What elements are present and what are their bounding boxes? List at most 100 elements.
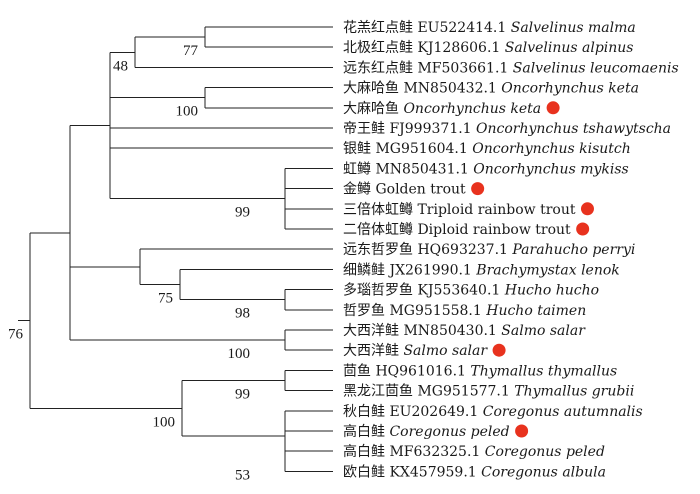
leaf-label: 细鳞鲑 JX261990.1 Brachymystax lenok — [343, 262, 620, 278]
leaf-acc: MN850432.1 — [399, 81, 497, 97]
leaf-label: 金鳟 Golden trout — [343, 182, 466, 198]
leaf-label: 虹鳟 MN850431.1 Oncorhynchus mykiss — [343, 161, 629, 177]
leaf-cn: 茴鱼 — [343, 362, 371, 379]
leaf-label: 茴鱼 HQ961016.1 Thymallus thymallus — [343, 362, 617, 379]
bootstrap-value: 76 — [8, 327, 24, 343]
bootstrap-value: 99 — [235, 387, 250, 403]
leaf-acc: MN850431.1 — [371, 161, 469, 177]
leaf-sci: Hucho taimen — [482, 303, 586, 319]
leaf-acc: MG951604.1 — [371, 141, 468, 157]
leaf-cn: 二倍体虹鳟 — [343, 222, 413, 238]
bootstrap-value: 100 — [228, 346, 251, 362]
sample-marker-dot — [580, 202, 594, 216]
leaf-acc: MN850430.1 — [399, 323, 497, 339]
leaf-acc: KJ128606.1 — [413, 40, 500, 56]
leaf-acc: MF503661.1 — [413, 60, 508, 76]
leaf-cn: 欧白鲑 — [343, 464, 385, 480]
leaf-sci: Coregonus autumnalis — [478, 404, 642, 420]
leaf-sci: Hucho hucho — [500, 283, 599, 299]
leaf-label: 花羔红点鲑 EU522414.1 Salvelinus malma — [343, 20, 636, 36]
leaf-cn: 高白鲑 — [343, 423, 385, 440]
leaf-cn: 大麻哈鱼 — [343, 80, 399, 97]
leaf-cn: 多瑙哲罗鱼 — [343, 282, 413, 299]
bootstrap-value: 48 — [113, 58, 128, 74]
leaf-cn: 花羔红点鲑 — [343, 20, 413, 36]
leaf-acc: MG951558.1 — [385, 303, 482, 319]
leaf-cn: 虹鳟 — [343, 161, 371, 177]
leaf-sci: Oncorhynchus keta — [497, 81, 639, 97]
leaf-sci: Oncorhynchus kisutch — [468, 141, 631, 157]
leaf-label: 高白鲑 MF632325.1 Coregonus peled — [343, 443, 605, 460]
leaf-cn: 北极红点鲑 — [343, 40, 413, 56]
leaf-sci: Salmo salar — [497, 323, 586, 339]
leaf-cn: 黑龙江茴鱼 — [343, 383, 413, 400]
sample-marker-dot — [576, 222, 590, 236]
leaf-cn: 大麻哈鱼 — [343, 100, 399, 117]
leaf-acc: HQ961016.1 — [371, 363, 466, 379]
leaf-cn: 金鳟 — [343, 182, 371, 198]
leaf-cn: 大西洋鲑 — [343, 323, 399, 339]
leaf-label: 大西洋鲑 Salmo salar — [343, 343, 488, 359]
leaf-label: 帝王鲑 FJ999371.1 Oncorhynchus tshawytscha — [343, 121, 671, 137]
sample-marker-dot — [515, 424, 529, 438]
leaf-label: 秋白鲑 EU202649.1 Coregonus autumnalis — [343, 404, 643, 420]
leaf-acc: KX457959.1 — [385, 464, 477, 480]
leaf-cn: 大西洋鲑 — [343, 343, 399, 359]
leaf-label: 黑龙江茴鱼 MG951577.1 Thymallus grubii — [343, 383, 634, 400]
bootstrap-value: 100 — [176, 104, 199, 120]
leaf-acc: EU202649.1 — [385, 404, 478, 420]
bootstrap-value: 77 — [183, 43, 199, 59]
leaf-acc: Golden trout — [371, 182, 466, 198]
leaf-label: 大西洋鲑 MN850430.1 Salmo salar — [343, 323, 586, 339]
sample-markers — [471, 101, 594, 438]
leaf-label: 北极红点鲑 KJ128606.1 Salvelinus alpinus — [343, 40, 634, 56]
leaf-acc: FJ999371.1 — [385, 121, 472, 137]
bootstrap-value: 100 — [153, 414, 176, 430]
leaf-sci: Brachymystax lenok — [472, 262, 620, 278]
leaf-cn: 细鳞鲑 — [343, 262, 385, 278]
bootstrap-value: 53 — [235, 467, 250, 483]
leaf-sci: Coregonus peled — [480, 444, 605, 460]
sample-marker-dot — [546, 101, 560, 115]
leaf-sci: Oncorhynchus mykiss — [469, 161, 629, 177]
leaf-sci: Thymallus thymallus — [466, 363, 617, 379]
leaf-sci: Parahucho perryi — [508, 242, 635, 258]
bootstrap-value: 99 — [235, 205, 250, 221]
leaf-sci: Salmo salar — [399, 343, 488, 359]
leaf-labels: 花羔红点鲑 EU522414.1 Salvelinus malma 北极红点鲑 K… — [343, 20, 679, 480]
tree-branches — [18, 26, 333, 472]
leaf-sci: Oncorhynchus tshawytscha — [472, 121, 671, 137]
leaf-acc: MG951577.1 — [413, 384, 510, 400]
leaf-acc: HQ693237.1 — [413, 242, 508, 258]
leaf-sci: Salvelinus alpinus — [500, 40, 633, 56]
leaf-cn: 高白鲑 — [343, 443, 385, 460]
leaf-acc: JX261990.1 — [385, 262, 472, 278]
leaf-sci: Salvelinus malma — [506, 20, 635, 36]
leaf-acc: Triploid rainbow trout — [413, 202, 576, 218]
leaf-label: 多瑙哲罗鱼 KJ553640.1 Hucho hucho — [343, 282, 599, 299]
leaf-label: 哲罗鱼 MG951558.1 Hucho taimen — [343, 302, 586, 319]
leaf-label: 大麻哈鱼 Oncorhynchus keta — [343, 100, 541, 117]
leaf-sci: Coregonus peled — [385, 424, 510, 440]
leaf-sci: Coregonus albula — [477, 464, 606, 480]
leaf-label: 大麻哈鱼 MN850432.1 Oncorhynchus keta — [343, 80, 639, 97]
leaf-sci: Salvelinus leucomaenis — [508, 60, 678, 76]
leaf-cn: 远东红点鲑 — [343, 60, 413, 76]
leaf-label: 远东红点鲑 MF503661.1 Salvelinus leucomaenis — [343, 60, 679, 76]
leaf-label: 二倍体虹鳟 Diploid rainbow trout — [343, 222, 571, 238]
leaf-label: 三倍体虹鳟 Triploid rainbow trout — [343, 202, 576, 218]
leaf-label: 远东哲罗鱼 HQ693237.1 Parahucho perryi — [343, 241, 635, 258]
leaf-cn: 银鲑 — [343, 141, 371, 157]
leaf-cn: 秋白鲑 — [343, 404, 385, 420]
leaf-sci: Thymallus grubii — [510, 384, 635, 400]
leaf-cn: 哲罗鱼 — [343, 302, 385, 319]
leaf-acc: MF632325.1 — [385, 444, 480, 460]
leaf-label: 欧白鲑 KX457959.1 Coregonus albula — [343, 464, 606, 480]
leaf-sci: Oncorhynchus keta — [399, 101, 541, 117]
bootstrap-value: 75 — [158, 291, 173, 307]
leaf-label: 银鲑 MG951604.1 Oncorhynchus kisutch — [343, 141, 631, 157]
sample-marker-dot — [492, 343, 506, 357]
leaf-acc: EU522414.1 — [413, 20, 506, 36]
